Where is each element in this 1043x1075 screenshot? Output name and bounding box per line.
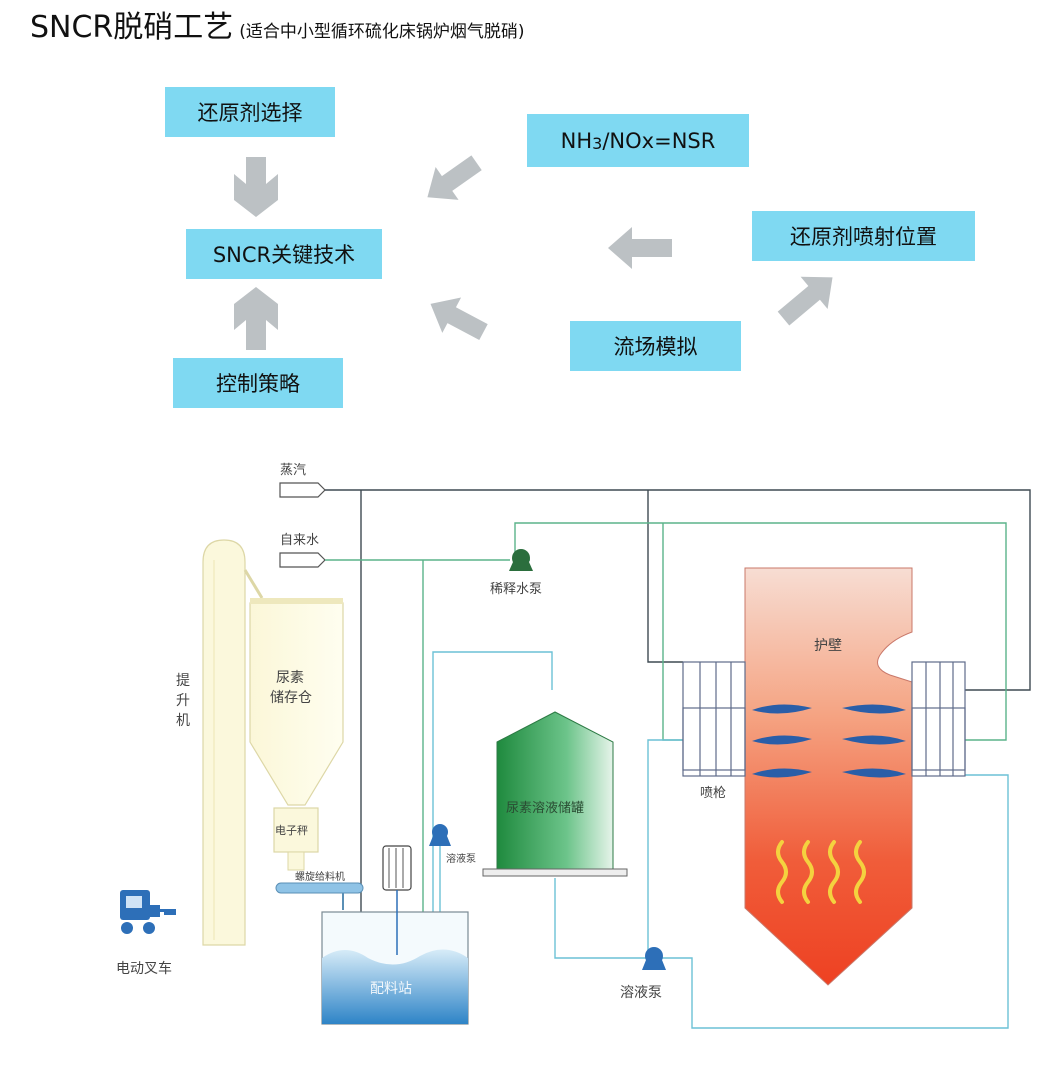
urea-tank-label: 尿素溶液储罐 — [506, 801, 584, 816]
arrow-up-right-icon — [777, 276, 833, 326]
screw-feeder — [275, 882, 364, 910]
forklift-label: 电动叉车 — [116, 960, 172, 977]
nsr-formula-prefix: NH — [560, 128, 593, 153]
spray-gun-manifolds — [682, 661, 966, 777]
flame-icon — [776, 840, 866, 904]
arrow-down-icon — [234, 157, 278, 217]
arrow-left-icon — [608, 227, 672, 269]
elevator-label-2: 升 — [176, 693, 190, 709]
steam-piping — [325, 489, 1031, 915]
arrow-up-icon — [234, 287, 278, 350]
page-title: SNCR脱硝工艺(适合中小型循环硫化床锅炉烟气脱硝) — [30, 2, 525, 46]
urea-solution-tank — [482, 711, 628, 877]
solution-pump-label: 溶液泵 — [620, 985, 662, 1001]
bucket-elevator — [202, 539, 264, 946]
spray-nozzle-icon — [752, 704, 906, 778]
concept-arrows — [234, 155, 833, 350]
spray-gun-label: 喷枪 — [700, 785, 726, 801]
urea-silo-label-2: 储存仓 — [270, 690, 312, 706]
elevator-label-1: 提 — [176, 673, 190, 689]
tap-water-inlet — [279, 552, 326, 568]
urea-silo-label-1: 尿素 — [276, 670, 304, 686]
nsr-formula-suffix: /NOx=NSR — [602, 128, 716, 153]
tap-water-label: 自来水 — [280, 533, 319, 548]
reductant-selection-box: 还原剂选择 — [165, 87, 335, 137]
boiler-furnace — [744, 567, 913, 986]
solution-piping — [432, 651, 1009, 1029]
elevator-label-3: 机 — [176, 713, 190, 729]
forklift-icon — [120, 890, 176, 934]
solution-pump-small-icon — [429, 824, 451, 846]
title-subtitle: (适合中小型循环硫化床锅炉烟气脱硝) — [239, 22, 525, 42]
key-technology-box: SNCR关键技术 — [186, 229, 382, 279]
solution-pump-icon — [642, 947, 666, 970]
flow-simulation-box: 流场模拟 — [570, 321, 741, 371]
furnace-wall-label: 护壁 — [814, 638, 842, 654]
steam-inlet — [279, 482, 326, 498]
urea-silo — [249, 598, 344, 871]
mixing-station — [321, 845, 469, 1025]
injection-position-box: 还原剂喷射位置 — [752, 211, 975, 261]
dilution-pump-label: 稀释水泵 — [490, 582, 542, 597]
electronic-scale-label: 电子秤 — [275, 824, 308, 837]
steam-label: 蒸汽 — [280, 463, 306, 478]
arrow-left-icon — [430, 297, 488, 341]
screw-feeder-label: 螺旋给料机 — [295, 870, 345, 883]
arrow-left-icon — [427, 155, 482, 200]
mixing-station-label: 配料站 — [370, 981, 412, 997]
control-strategy-box: 控制策略 — [173, 358, 343, 408]
title-main: SNCR脱硝工艺 — [30, 10, 234, 45]
dilution-pump-icon — [509, 549, 533, 571]
solution-pump-small-label: 溶液泵 — [446, 852, 476, 865]
nsr-formula-subscript: 3 — [592, 134, 603, 153]
